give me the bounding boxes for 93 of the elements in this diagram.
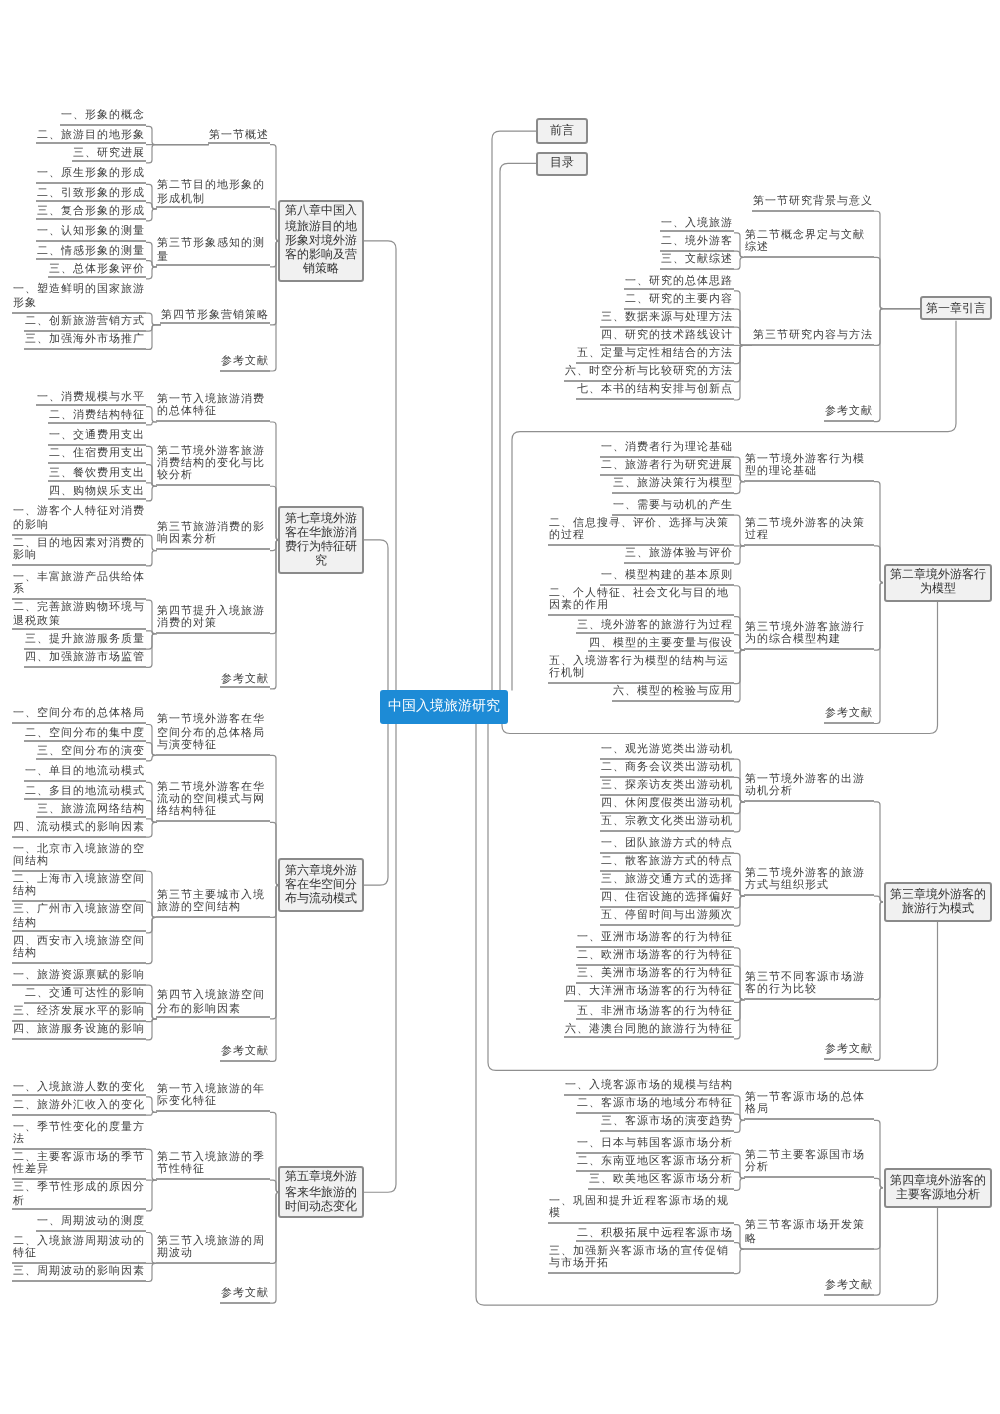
branch-connector [145, 406, 158, 423]
branch-connector [145, 1018, 158, 1041]
branch-connector [733, 999, 746, 1003]
branch-connector [145, 482, 158, 487]
branch-connector [145, 549, 158, 567]
branch-connector [873, 1177, 884, 1189]
branch-connector [733, 1095, 746, 1122]
branch-connector [873, 895, 884, 903]
curved-connector [501, 601, 939, 735]
branch-connector [733, 634, 746, 651]
branch-connector [145, 421, 158, 426]
branch-connector [145, 1002, 158, 1020]
branch-connector [269, 821, 280, 886]
branch-connector [145, 1262, 158, 1264]
branch-connector [145, 208, 158, 222]
branch-connector [145, 742, 158, 756]
branch-connector [733, 983, 746, 1001]
branch-connector [145, 630, 158, 635]
branch-connector [145, 1179, 158, 1181]
curved-connector [491, 130, 537, 692]
branch-connector [733, 232, 746, 258]
branch-connector [733, 649, 746, 654]
branch-connector [145, 324, 162, 350]
branch-connector [733, 344, 754, 401]
branch-connector [733, 801, 746, 833]
branch-connector [733, 545, 746, 547]
branch-connector [733, 999, 746, 1040]
curved-connector [487, 722, 939, 1071]
curved-connector [363, 240, 397, 692]
branch-connector [269, 1179, 280, 1193]
branch-connector [145, 1111, 158, 1116]
branch-connector [145, 1231, 158, 1264]
branch-connector [145, 260, 158, 268]
branch-connector [733, 250, 746, 258]
branch-connector [733, 514, 746, 547]
branch-connector [733, 776, 746, 803]
branch-connector [269, 539, 280, 690]
branch-connector [145, 916, 158, 965]
branch-connector [145, 1262, 158, 1283]
branch-connector [145, 241, 158, 268]
branch-connector [873, 901, 884, 1061]
branch-connector [145, 821, 158, 838]
branch-connector [269, 1191, 280, 1304]
curved-connector [475, 722, 939, 1306]
branch-connector [145, 1148, 158, 1181]
branch-connector [733, 256, 746, 270]
branch-connector [269, 485, 280, 541]
branch-connector [145, 534, 158, 552]
branch-connector [873, 1187, 884, 1296]
branch-connector [145, 266, 158, 280]
branch-connector [733, 1119, 746, 1133]
curved-connector [363, 722, 389, 886]
branch-connector [269, 208, 280, 242]
branch-connector [873, 308, 921, 423]
branch-connector [733, 794, 746, 803]
branch-connector [145, 901, 158, 918]
branch-connector [145, 1179, 158, 1212]
branch-connector [145, 1018, 158, 1023]
branch-connector [733, 456, 746, 483]
branch-connector [733, 871, 746, 897]
branch-connector [145, 202, 158, 210]
branch-connector [269, 884, 280, 1062]
curved-connector [363, 539, 389, 692]
branch-connector [145, 800, 158, 823]
branch-connector [733, 1177, 746, 1191]
branch-connector [145, 1096, 158, 1113]
branch-connector [733, 649, 746, 703]
branch-connector [733, 1248, 746, 1275]
branch-connector [145, 818, 158, 823]
branch-connector [733, 1153, 746, 1180]
branch-connector [145, 144, 210, 164]
branch-connector [269, 240, 280, 372]
branch-connector [873, 801, 884, 903]
curved-connector [499, 162, 537, 692]
branch-connector [145, 633, 158, 668]
branch-connector [733, 1242, 746, 1250]
branch-connector [145, 485, 158, 502]
branch-connector [145, 463, 158, 487]
branch-connector [733, 889, 746, 897]
branch-connector [145, 183, 158, 210]
branch-connector [733, 895, 746, 927]
branch-connector [733, 474, 746, 483]
branch-connector [873, 545, 884, 584]
branch-connector [733, 1113, 746, 1122]
branch-connector [733, 1223, 746, 1250]
branch-connector [145, 599, 158, 635]
curved-connector [511, 320, 957, 692]
branch-connector [733, 545, 746, 565]
branch-connector [733, 1171, 746, 1180]
branch-connector [145, 754, 158, 762]
curved-connector [363, 722, 397, 1193]
branch-connector [873, 581, 884, 725]
branch-connector [733, 481, 746, 495]
